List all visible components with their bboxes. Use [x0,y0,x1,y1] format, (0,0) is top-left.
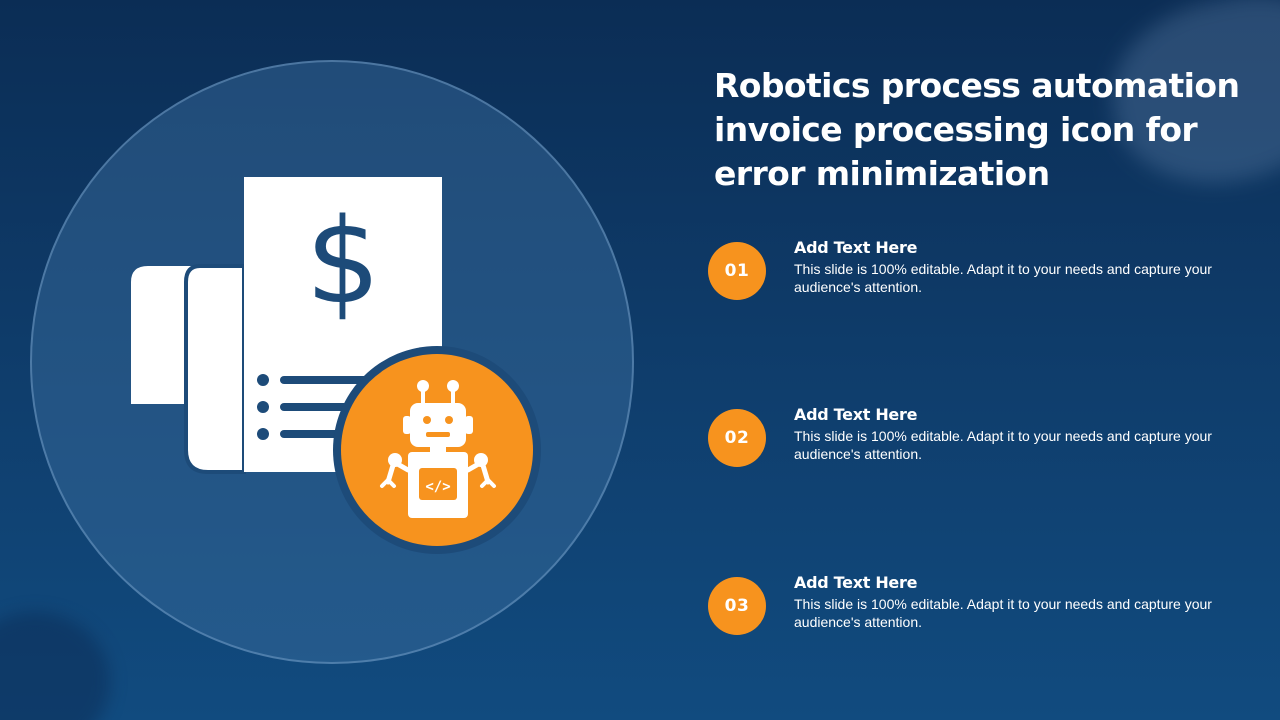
step-description: This slide is 100% editable. Adapt it to… [794,261,1212,295]
step-description: This slide is 100% editable. Adapt it to… [794,596,1212,630]
step-number-badge: 03 [708,577,766,635]
code-symbol: </> [425,479,450,495]
step-description: This slide is 100% editable. Adapt it to… [794,428,1212,462]
dollar-symbol: $ [305,192,380,330]
robot-code-icon: </> [333,346,541,554]
invoice-robot-icon: $ [131,177,541,554]
step-number-badge: 01 [708,242,766,300]
step-heading: Add Text Here [794,238,918,257]
step-number-badge: 02 [708,409,766,467]
step-heading: Add Text Here [794,405,918,424]
step-item: 01 Add Text Here This slide is 100% edit… [708,238,1228,312]
slide-title: Robotics process automation invoice proc… [714,66,1240,193]
decorative-blob-bottom-left [0,612,110,720]
step-heading: Add Text Here [794,573,918,592]
step-item: 02 Add Text Here This slide is 100% edit… [708,405,1228,479]
step-item: 03 Add Text Here This slide is 100% edit… [708,573,1228,647]
